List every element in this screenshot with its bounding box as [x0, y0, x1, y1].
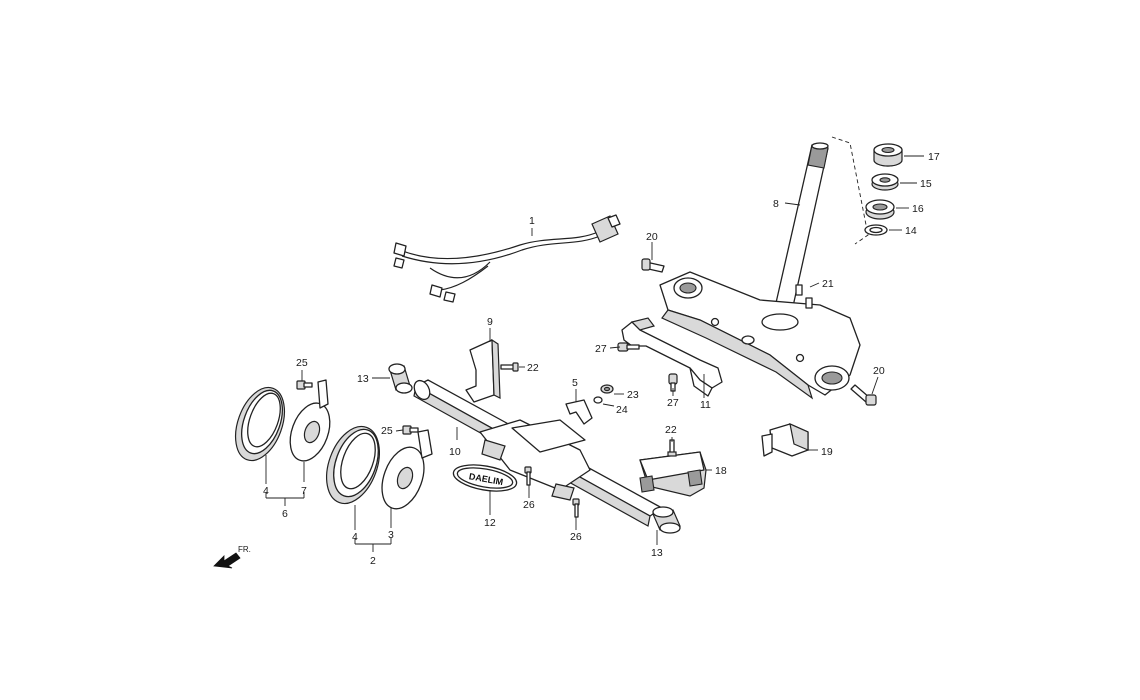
callout-9: 9: [487, 316, 493, 328]
callout-25-left: 25: [296, 357, 308, 369]
clip-5: [565, 399, 593, 425]
washer-15: [871, 173, 899, 191]
callout-14: 14: [905, 225, 917, 237]
callout-23: 23: [627, 389, 639, 401]
callout-21: 21: [822, 278, 834, 290]
callout-20-right: 20: [873, 365, 885, 377]
callout-27-a: 27: [595, 343, 607, 355]
wire-harness: [393, 214, 621, 303]
collar-13-left: [388, 363, 413, 394]
callout-4-left: 4: [263, 485, 269, 497]
bolt-22-a: [500, 362, 519, 372]
callout-8: 8: [773, 198, 779, 210]
callout-22-b: 22: [665, 424, 677, 436]
washer-24: [593, 396, 603, 404]
callout-26-a: 26: [523, 499, 535, 511]
callout-24: 24: [616, 404, 628, 416]
leader-lines: [265, 155, 924, 552]
bolt-20-right: [850, 384, 877, 406]
front-label: FR.: [238, 545, 251, 554]
callout-11: 11: [700, 399, 711, 411]
callout-13-right: 13: [651, 547, 663, 559]
callout-22-a: 22: [527, 362, 539, 374]
horn-rim-4-right: [326, 425, 380, 505]
nut-17: [873, 143, 903, 167]
callout-27-b: 27: [667, 397, 679, 409]
screw-26-a: [524, 466, 532, 486]
horn-7: [289, 379, 331, 462]
front-arrow-icon: [213, 552, 241, 569]
callout-17: 17: [928, 151, 940, 163]
callout-4-right: 4: [352, 531, 358, 543]
callout-19: 19: [821, 446, 833, 458]
bolt-21: [795, 284, 813, 309]
switch-19: [761, 422, 809, 457]
callout-2: 2: [370, 555, 376, 567]
bearing-stack: [831, 136, 903, 245]
callout-6: 6: [282, 508, 288, 520]
callout-1: 1: [529, 215, 535, 227]
bottom-bridge: [659, 271, 861, 400]
bearing-16: [865, 199, 895, 220]
nut-23: [600, 384, 614, 394]
washer-14: [864, 224, 888, 236]
callout-13-left: 13: [357, 373, 369, 385]
cover-18: [639, 451, 707, 497]
emblem-12: DAELIM: [452, 464, 518, 492]
callout-20-left: 20: [646, 231, 658, 243]
callout-18: 18: [715, 465, 727, 477]
callout-10: 10: [449, 446, 461, 458]
callout-25-right: 25: [381, 425, 393, 437]
bolt-25-right: [402, 425, 419, 435]
steering-stem: [772, 142, 829, 321]
screw-26-b: [572, 498, 580, 518]
bracket-10: [413, 379, 663, 527]
bracket-11: [621, 317, 723, 397]
callout-3: 3: [388, 529, 394, 541]
bracket-9: [465, 338, 501, 403]
callout-7: 7: [301, 485, 307, 497]
callout-15: 15: [920, 178, 932, 190]
callout-26-b: 26: [570, 531, 582, 543]
horn-3: [381, 429, 433, 510]
callout-16: 16: [912, 203, 924, 215]
collar-13-right: [652, 506, 681, 534]
horn-rim-4-left: [234, 386, 286, 462]
callouts: 1 8 20 21 17 15 16 14 20 27 27 11 9 22 1…: [263, 151, 940, 567]
bolt-25-left: [296, 380, 313, 390]
callout-12: 12: [484, 517, 496, 529]
bolt-20-left: [641, 258, 665, 273]
front-direction-marker: FR.: [213, 545, 251, 569]
callout-5: 5: [572, 377, 578, 389]
bolt-22-b: [667, 439, 677, 457]
